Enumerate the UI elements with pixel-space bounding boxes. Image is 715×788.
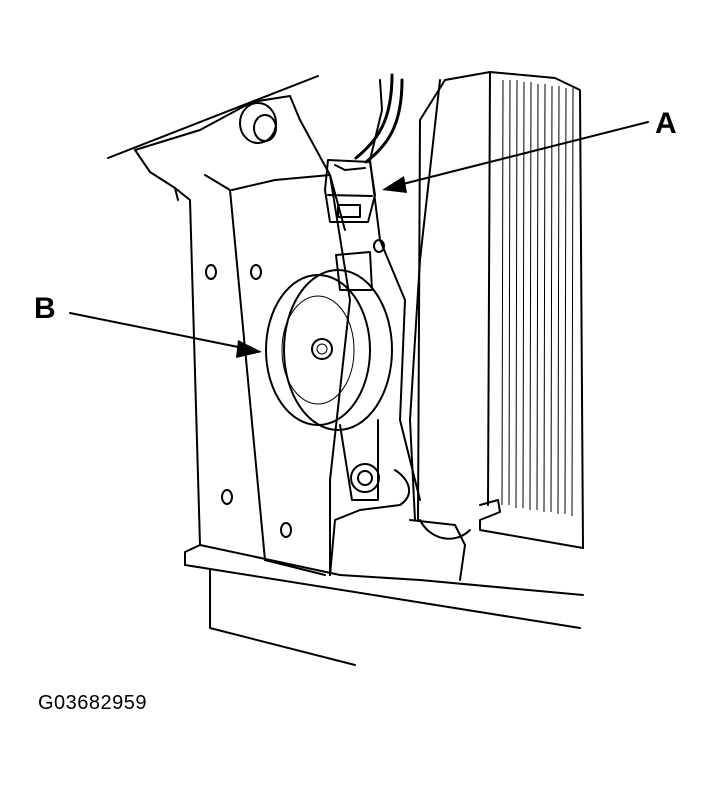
radiator	[417, 71, 584, 549]
horn-connector	[324, 73, 404, 223]
arrowhead-a	[382, 176, 407, 193]
callout-label-a: A	[655, 107, 677, 140]
figure-id: G03682959	[38, 692, 148, 714]
arrowhead-b	[236, 340, 262, 358]
horn	[265, 251, 393, 501]
mounting-bracket	[107, 75, 584, 666]
leader-line-b	[69, 312, 262, 358]
leader-line-a	[382, 121, 649, 193]
callout-label-b: B	[34, 292, 56, 325]
